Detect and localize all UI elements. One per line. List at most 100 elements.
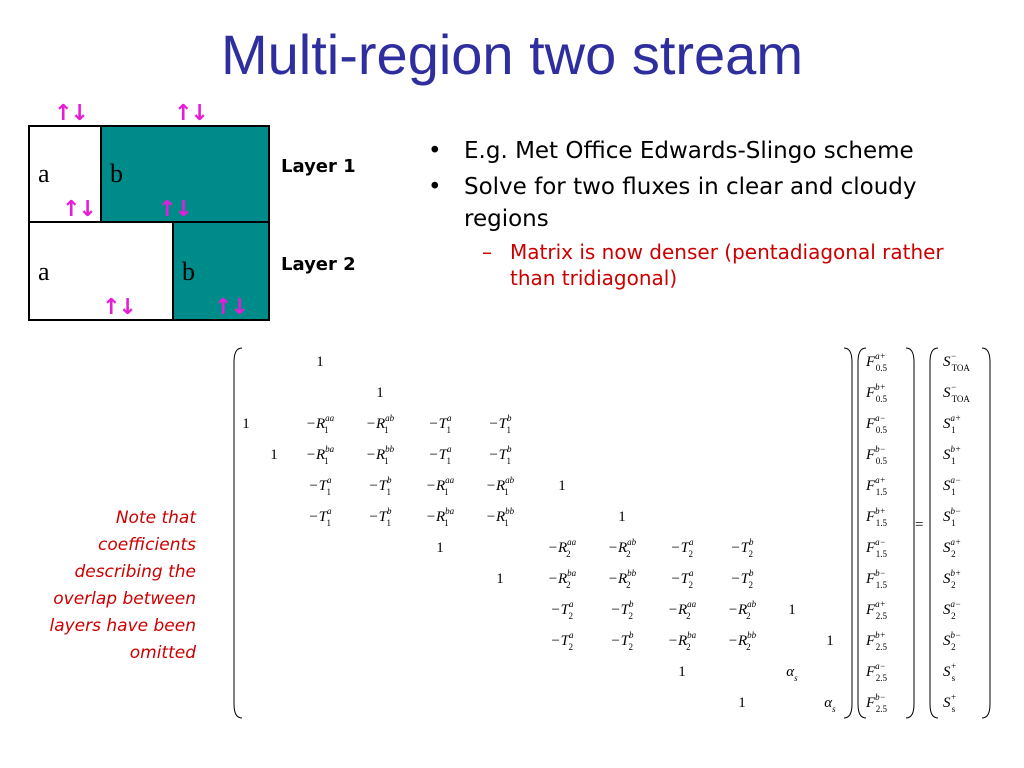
matrix-entry: Fa+2.5 bbox=[865, 599, 888, 621]
bullet-marker: • bbox=[428, 138, 442, 164]
matrix-entry: Sb+2 bbox=[943, 568, 961, 590]
matrix-entry: 1 bbox=[496, 571, 504, 587]
matrix-entry: Fb+0.5 bbox=[865, 382, 888, 404]
matrix-entry: 1 bbox=[788, 602, 796, 618]
matrix-entry: 1 bbox=[678, 664, 686, 680]
matrix-entry: αs bbox=[824, 695, 836, 714]
matrix-entry: Fb−2.5 bbox=[865, 692, 888, 714]
matrix-entry: Sb−1 bbox=[943, 506, 961, 528]
sub-bullet-item: – Matrix is now denser (pentadiagonal ra… bbox=[428, 239, 988, 291]
matrix-entry: 1 bbox=[558, 478, 566, 494]
matrix-entry: Sb+1 bbox=[943, 444, 961, 466]
matrix-entry: Sa+2 bbox=[943, 537, 961, 559]
layer2-cloudy-region bbox=[172, 221, 270, 321]
matrix-entry: 1 bbox=[738, 695, 746, 711]
left-paren-icon bbox=[233, 347, 243, 719]
bullet-item: • E.g. Met Office Edwards-Slingo scheme bbox=[428, 135, 988, 167]
matrix-entry: Fb+1.5 bbox=[865, 506, 888, 528]
matrix-entry: 1 bbox=[826, 633, 834, 649]
matrix-entry: Fa−1.5 bbox=[865, 537, 888, 559]
matrix-entry: αs bbox=[786, 664, 798, 683]
matrix-entry: Sa−1 bbox=[943, 475, 961, 497]
matrix-entry: Sb−2 bbox=[943, 630, 961, 652]
layer2-b-label: b bbox=[182, 257, 195, 286]
matrix-entry: S+s bbox=[943, 692, 957, 714]
layer2-a-label: a bbox=[38, 257, 50, 286]
bullet-item: • Solve for two fluxes in clear and clou… bbox=[428, 171, 988, 235]
flux-arrows-icon: ↑↓ bbox=[174, 101, 209, 126]
layer1-a-label: a bbox=[38, 159, 50, 188]
layer1-b-label: b bbox=[110, 159, 123, 188]
flux-vector: Fa+0.5Fb+0.5Fa−0.5Fb−0.5Fa+1.5Fb+1.5Fa−1… bbox=[865, 351, 888, 714]
right-paren-icon bbox=[843, 347, 853, 719]
matrix-entry: 1 bbox=[436, 540, 444, 556]
matrix-entry: Fa+0.5 bbox=[865, 351, 888, 373]
matrix-entry: Fb−1.5 bbox=[865, 568, 888, 590]
bullet-text: E.g. Met Office Edwards-Slingo scheme bbox=[464, 138, 914, 164]
bullet-marker: • bbox=[428, 174, 442, 200]
flux-arrows-icon: ↑↓ bbox=[214, 295, 249, 320]
bullet-list: • E.g. Met Office Edwards-Slingo scheme … bbox=[428, 135, 988, 291]
equals-sign: = bbox=[915, 517, 923, 533]
layer-1-label: Layer 1 bbox=[281, 156, 356, 177]
left-paren-icon bbox=[857, 347, 867, 719]
right-paren-icon bbox=[905, 347, 915, 719]
right-paren-icon bbox=[981, 347, 991, 719]
slide-title: Multi-region two stream bbox=[221, 23, 803, 86]
matrix-entry: Fa+1.5 bbox=[865, 475, 888, 497]
overlap-note: Note that coefficients describing the ov… bbox=[49, 508, 196, 663]
matrix-brackets bbox=[233, 347, 991, 719]
sub-bullet-marker: – bbox=[482, 240, 492, 264]
bullet-text: Solve for two fluxes in clear and cloudy… bbox=[464, 174, 917, 232]
matrix-entry: Fa−2.5 bbox=[865, 661, 888, 683]
layer-2-label: Layer 2 bbox=[281, 254, 356, 275]
matrix-entry: 1 bbox=[270, 447, 278, 463]
matrix-entry: Sa+1 bbox=[943, 413, 961, 435]
matrix-entry: 1 bbox=[316, 354, 324, 370]
flux-arrows-icon: ↑↓ bbox=[62, 197, 97, 222]
matrix-entry: Fb−0.5 bbox=[865, 444, 888, 466]
matrix-entry: 1 bbox=[242, 416, 250, 432]
two-layer-region-diagram: a b a b ↑↓ ↑↓ ↑↓ ↑↓ ↑↓ ↑↓ bbox=[28, 103, 270, 321]
matrix-entry: 1 bbox=[376, 385, 384, 401]
matrix-entry: 1 bbox=[618, 509, 626, 525]
left-paren-icon bbox=[929, 347, 939, 719]
matrix-entry: S+s bbox=[943, 661, 957, 683]
matrix-entry: S−TOA bbox=[943, 351, 970, 373]
matrix-entry: S−TOA bbox=[943, 382, 970, 404]
matrix-entry: Fa−0.5 bbox=[865, 413, 888, 435]
flux-arrows-icon: ↑↓ bbox=[102, 295, 137, 320]
flux-arrows-icon: ↑↓ bbox=[54, 101, 89, 126]
